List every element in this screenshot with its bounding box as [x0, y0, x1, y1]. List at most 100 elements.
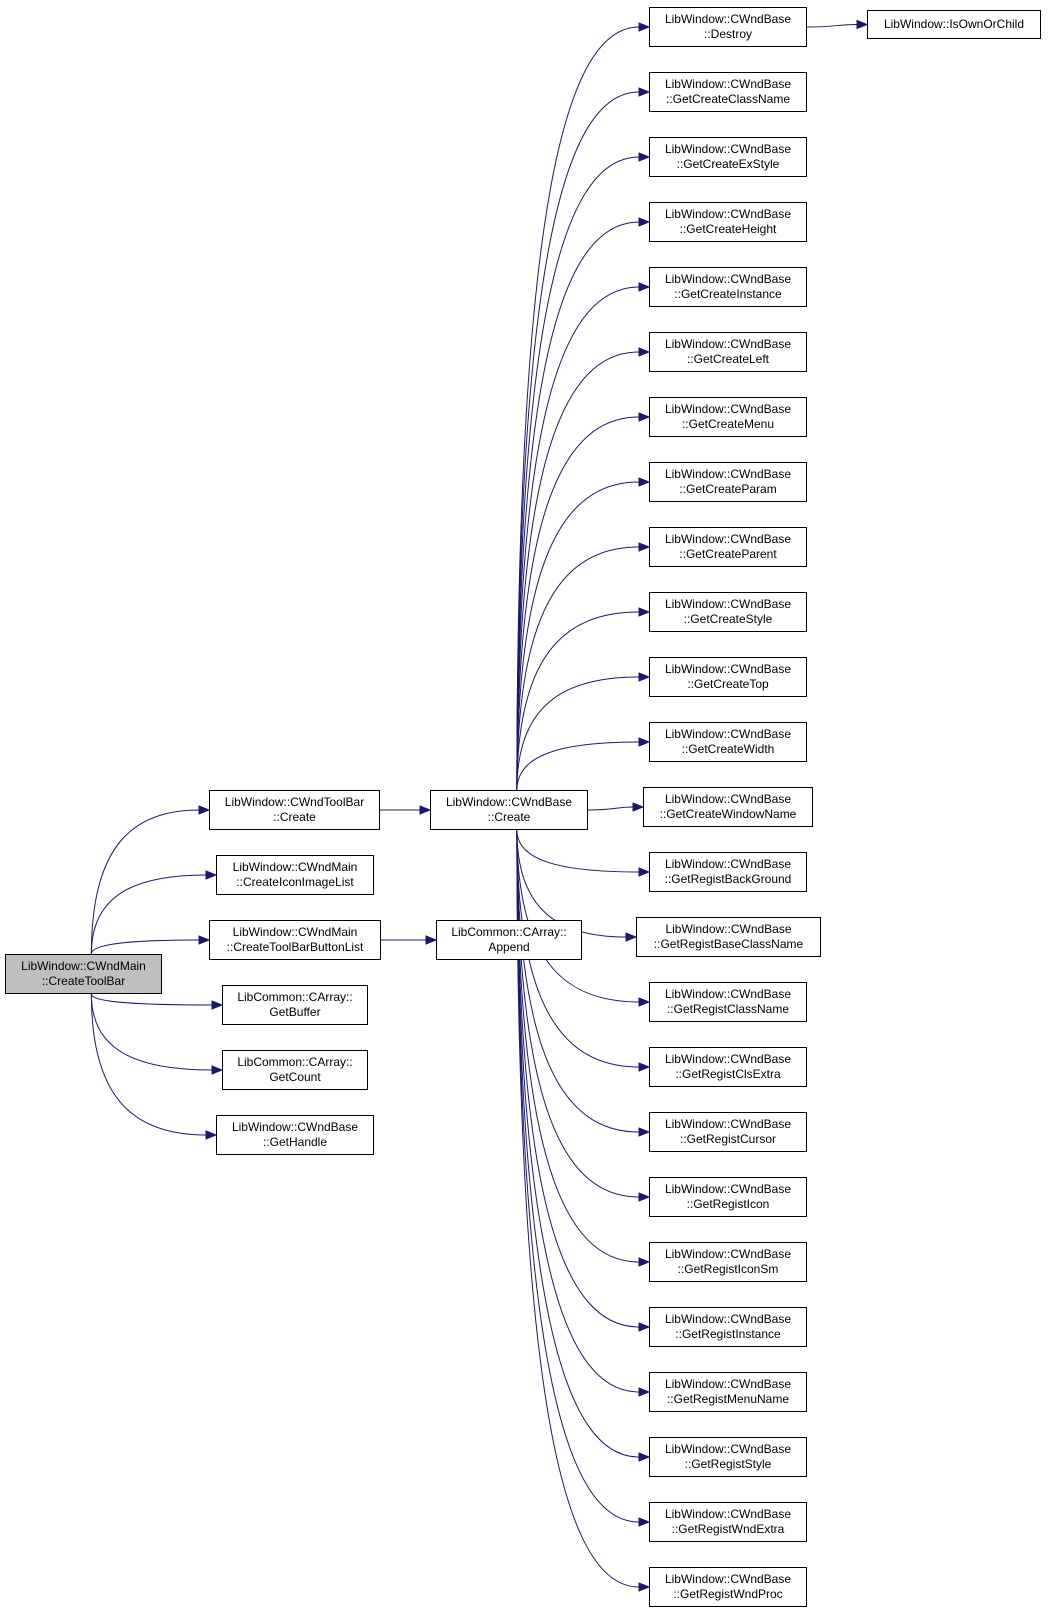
edge-arrowhead [638, 1127, 651, 1137]
node-label-2: ::GetRegistCursor [679, 1132, 777, 1146]
node-get-create-height[interactable]: LibWindow::CWndBase ::GetCreateHeight [649, 202, 807, 242]
edge-wndbase_create-to-get_create_height [516, 221, 640, 791]
node-label-2: ::GetRegistWndProc [673, 1587, 783, 1601]
node-label-2: ::Create [273, 810, 316, 824]
node-label-2: ::GetCreateParent [679, 547, 777, 561]
node-get-regist-wnd-extra[interactable]: LibWindow::CWndBase ::GetRegistWndExtra [649, 1502, 807, 1542]
node-get-regist-cls-extra[interactable]: LibWindow::CWndBase ::GetRegistClsExtra [649, 1047, 807, 1087]
node-label-2: ::GetRegistClsExtra [675, 1067, 781, 1081]
node-label-2: ::GetRegistBackGround [664, 872, 792, 886]
edge-arrowhead [638, 1192, 651, 1202]
edge-arrowhead [638, 477, 651, 487]
edge-wndbase_create-to-get_regist_menu_name [516, 829, 640, 1393]
edge-arrowhead [205, 870, 218, 880]
node-get-create-parent[interactable]: LibWindow::CWndBase ::GetCreateParent [649, 527, 807, 567]
node-get-create-left[interactable]: LibWindow::CWndBase ::GetCreateLeft [649, 332, 807, 372]
edge-root-to-carray_get_count [90, 993, 213, 1071]
node-label-1: LibWindow::CWndBase [664, 727, 792, 741]
node-get-create-param[interactable]: LibWindow::CWndBase ::GetCreateParam [649, 462, 807, 502]
edge-wndbase_create-to-get_create_param [516, 481, 640, 791]
edge-arrowhead [638, 737, 651, 747]
node-label-2: ::GetCreateHeight [679, 222, 777, 236]
node-label-2: ::GetCreateInstance [674, 287, 782, 301]
node-get-regist-menu-name[interactable]: LibWindow::CWndBase ::GetRegistMenuName [649, 1372, 807, 1412]
edge-arrowhead [638, 347, 651, 357]
node-get-handle[interactable]: LibWindow::CWndBase ::GetHandle [216, 1115, 374, 1155]
node-get-regist-class-name[interactable]: LibWindow::CWndBase ::GetRegistClassName [649, 982, 807, 1022]
edge-root-to-create_toolbar_button_list [90, 939, 200, 955]
edge-arrowhead [638, 672, 651, 682]
edge-arrowhead [638, 1062, 651, 1072]
node-label-1: LibWindow::CWndBase [664, 142, 792, 156]
node-label-2: ::CreateToolBar [41, 974, 126, 988]
node-label-1: LibWindow::CWndBase [664, 1117, 792, 1131]
edge-wndbase_create-to-get_create_ex_style [516, 156, 640, 791]
edge-arrowhead [638, 1387, 651, 1397]
edge-arrowhead [638, 1517, 651, 1527]
edge-wndbase_create-to-get_regist_style [516, 829, 640, 1458]
node-label-1: LibWindow::CWndBase [665, 922, 792, 936]
edge-arrowhead [638, 22, 651, 32]
edge-arrowhead [638, 412, 651, 422]
node-label-1: LibWindow::CWndBase [664, 662, 792, 676]
node-label-1: LibWindow::CWndBase [445, 795, 573, 809]
edge-arrowhead [638, 152, 651, 162]
node-carray-get-count[interactable]: LibCommon::CArray:: GetCount [222, 1050, 368, 1090]
edge-arrowhead [205, 1130, 218, 1140]
node-get-create-width[interactable]: LibWindow::CWndBase ::GetCreateWidth [649, 722, 807, 762]
edge-arrowhead [638, 607, 651, 617]
node-get-create-ex-style[interactable]: LibWindow::CWndBase ::GetCreateExStyle [649, 137, 807, 177]
node-label-1: LibWindow::CWndBase [664, 272, 792, 286]
node-create-icon-image-list[interactable]: LibWindow::CWndMain ::CreateIconImageLis… [216, 855, 374, 895]
edge-wndbase_create-to-get_regist_class_name [516, 829, 640, 1003]
node-destroy[interactable]: LibWindow::CWndBase ::Destroy [649, 7, 807, 47]
node-get-create-class-name[interactable]: LibWindow::CWndBase ::GetCreateClassName [649, 72, 807, 112]
node-get-create-style[interactable]: LibWindow::CWndBase ::GetCreateStyle [649, 592, 807, 632]
node-get-regist-background[interactable]: LibWindow::CWndBase ::GetRegistBackGroun… [649, 852, 807, 892]
node-get-regist-icon[interactable]: LibWindow::CWndBase ::GetRegistIcon [649, 1177, 807, 1217]
edge-root-to-carray_get_buffer [90, 993, 213, 1006]
edge-wndbase_create-to-get_regist_icon [516, 829, 640, 1198]
node-label-1: LibWindow::CWndBase [664, 532, 792, 546]
node-label-2: ::GetCreateTop [687, 677, 769, 691]
node-label-2: ::GetRegistMenuName [666, 1392, 790, 1406]
node-label-2: ::GetCreateLeft [686, 352, 770, 366]
node-wndbase-create[interactable]: LibWindow::CWndBase ::Create [430, 790, 588, 830]
node-label-1: LibWindow::CWndBase [664, 857, 792, 871]
edge-arrowhead [638, 1582, 651, 1592]
node-label-1: LibWindow::CWndBase [664, 792, 792, 806]
edge-wndbase_create-to-get_create_parent [516, 546, 640, 791]
node-label-2: GetBuffer [269, 1005, 321, 1019]
node-label-2: ::GetRegistIcon [686, 1197, 770, 1211]
node-is-own-or-child[interactable]: LibWindow::IsOwnOrChild [867, 10, 1041, 39]
edge-root-to-toolbar_create [90, 809, 200, 955]
node-label-2: ::GetRegistIconSm [677, 1262, 779, 1276]
edge-arrowhead [856, 19, 869, 30]
edge-wndbase_create-to-get_create_top [516, 676, 640, 791]
node-carray-get-buffer[interactable]: LibCommon::CArray:: GetBuffer [222, 985, 368, 1025]
node-get-regist-instance[interactable]: LibWindow::CWndBase ::GetRegistInstance [649, 1307, 807, 1347]
edge-wndbase_create-to-get_create_window_name [587, 806, 634, 811]
node-label-2: Append [488, 940, 530, 954]
node-get-regist-icon-sm[interactable]: LibWindow::CWndBase ::GetRegistIconSm [649, 1242, 807, 1282]
node-get-create-instance[interactable]: LibWindow::CWndBase ::GetCreateInstance [649, 267, 807, 307]
node-label-1: LibCommon::CArray:: [237, 990, 353, 1004]
node-label-1: LibWindow::CWndBase [664, 467, 792, 481]
node-label-1: LibWindow::CWndMain [232, 860, 358, 874]
node-label-2: ::GetCreateParam [679, 482, 777, 496]
node-label-2: ::GetCreateExStyle [676, 157, 780, 171]
node-get-regist-wnd-proc[interactable]: LibWindow::CWndBase ::GetRegistWndProc [649, 1567, 807, 1607]
edge-wndbase_create-to-get_create_style [516, 611, 640, 791]
node-toolbar-create[interactable]: LibWindow::CWndToolBar ::Create [209, 790, 380, 830]
node-get-create-window-name[interactable]: LibWindow::CWndBase ::GetCreateWindowNam… [643, 787, 813, 827]
node-carray-append[interactable]: LibCommon::CArray:: Append [436, 920, 582, 960]
node-get-regist-base-class-name[interactable]: LibWindow::CWndBase ::GetRegistBaseClass… [636, 917, 821, 957]
node-get-create-top[interactable]: LibWindow::CWndBase ::GetCreateTop [649, 657, 807, 697]
node-get-create-menu[interactable]: LibWindow::CWndBase ::GetCreateMenu [649, 397, 807, 437]
node-get-regist-style[interactable]: LibWindow::CWndBase ::GetRegistStyle [649, 1437, 807, 1477]
node-get-regist-cursor[interactable]: LibWindow::CWndBase ::GetRegistCursor [649, 1112, 807, 1152]
edge-arrowhead [198, 805, 211, 815]
edge-arrowhead [638, 1257, 651, 1267]
edge-arrowhead [632, 802, 645, 812]
node-create-toolbar-button-list[interactable]: LibWindow::CWndMain ::CreateToolBarButto… [209, 920, 381, 960]
